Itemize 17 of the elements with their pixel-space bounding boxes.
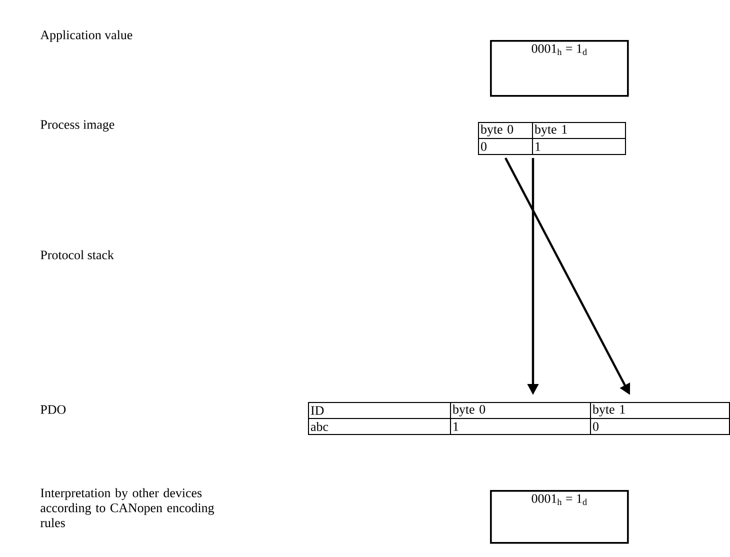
table-cell: 1 — [532, 138, 626, 155]
table-cell: byte 0 — [450, 402, 591, 419]
row-label: Interpretation by other devices according to CANopen encoding rules — [40, 488, 214, 528]
row-label: PDO — [40, 405, 66, 414]
table-cell: 0 — [478, 138, 533, 155]
row-label: Application value — [40, 30, 132, 42]
table-cell: byte 1 — [532, 122, 626, 139]
row-label: Protocol stack — [40, 250, 114, 260]
value-box: 0001$_{h}$ = 1$_{d}$ — [490, 40, 629, 97]
table-cell: abc — [308, 418, 451, 435]
value-box: 0001$_{h}$ = 1$_{d}$ — [490, 490, 629, 544]
table-cell: ID — [308, 402, 451, 419]
table-cell: byte 0 — [478, 122, 533, 139]
table-cell: 0 — [590, 418, 730, 435]
table-cell: 1 — [450, 418, 591, 435]
row-label: Process image — [40, 120, 114, 132]
table-cell: byte 1 — [590, 402, 730, 419]
